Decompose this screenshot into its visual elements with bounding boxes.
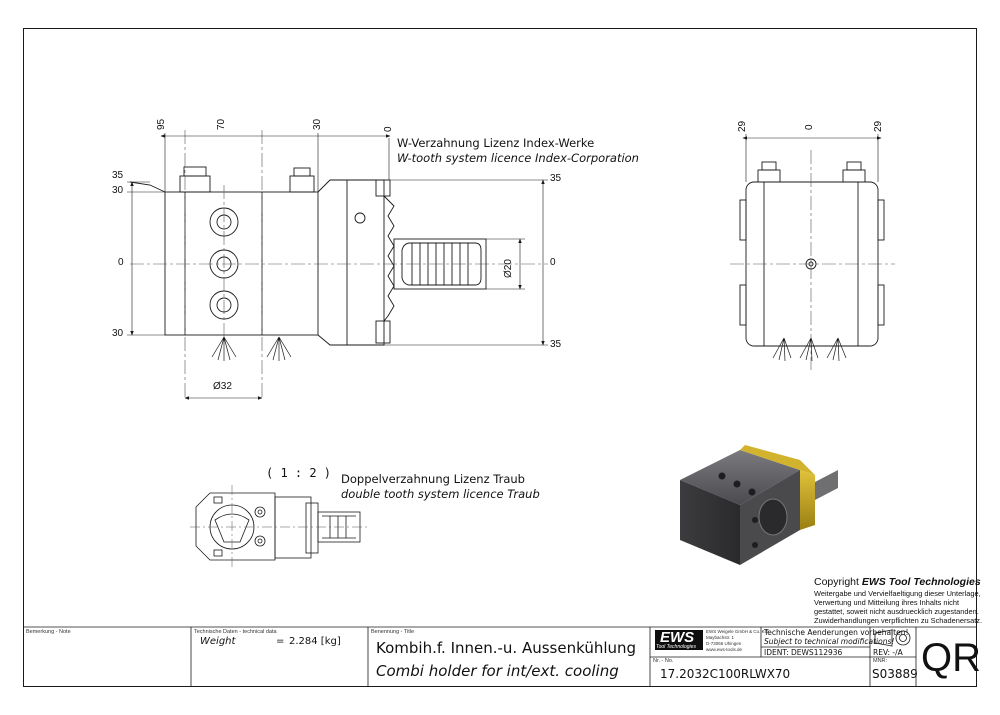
small-view-center-lines [190, 485, 368, 567]
side-dimension-lines [742, 134, 882, 182]
side-dim-0: 0 [804, 124, 815, 130]
dim-right-35-bottom: 35 [550, 339, 562, 350]
dim-dia-20: Ø20 [503, 259, 514, 278]
side-center-lines [730, 150, 895, 370]
w-tooth-note-de: W-Verzahnung Lizenz Index-Werke [397, 136, 595, 150]
title-de: Kombih.f. Innen.-u. Aussenkühlung [376, 639, 637, 657]
ews-logo-subtext: Tool Technologies [656, 644, 696, 650]
weight-value: 2.284 [kg] [289, 636, 341, 647]
company-line: D-73066 Uhingen [706, 641, 742, 646]
dim-30-top: 30 [312, 118, 323, 130]
sheet-frame [23, 28, 977, 687]
dim-right-0: 0 [550, 257, 556, 268]
w-tooth-note-en: W-tooth system licence Index-Corporation [397, 151, 639, 165]
copyright-line: Zuwiderhandlungen verpflichten zu Schade… [814, 616, 983, 625]
coolant-sprays-side [772, 337, 847, 362]
dim-left-30-top: 30 [112, 185, 124, 196]
front-center-lines [130, 130, 548, 400]
nr-label: Nr. - No. [653, 658, 674, 664]
copyright-line: Weitergabe und Vervielfaeltigung dieser … [814, 589, 981, 598]
dim-0-top: 0 [383, 126, 394, 132]
tech-change-de: Technische Aenderungen vorbehalten! [764, 628, 909, 637]
tool-holder-3d-render [680, 445, 838, 565]
dim-left-30-bottom: 30 [112, 328, 124, 339]
tech-change-en: Subject to technical modifications! [764, 637, 895, 646]
double-tooth-note-en: double tooth system licence Traub [341, 487, 540, 501]
weight-label: Weight [200, 636, 236, 647]
scale-label: ( 1 : 2 ) [266, 466, 332, 480]
company-line: EWS Weigele GmbH & Co. KG [706, 629, 769, 634]
double-tooth-note-de: Doppelverzahnung Lizenz Traub [341, 472, 525, 486]
ews-logo [655, 630, 703, 650]
side-dim-29-right: 29 [873, 120, 884, 132]
title-label: Benennung - Title [371, 629, 415, 635]
dim-95: 95 [156, 118, 167, 130]
dim-dia-32: Ø32 [213, 381, 232, 392]
side-dim-29-left: 29 [737, 120, 748, 132]
dim-70: 70 [216, 118, 227, 130]
company-line: Maybachstr. 1 [706, 635, 735, 640]
tech-data-label: Technische Daten - technical data [194, 629, 277, 635]
side-view [739, 161, 885, 347]
ews-logo-text: EWS [660, 629, 695, 646]
title-en: Combi holder for int/ext. cooling [376, 662, 619, 680]
qr-marker: QR [921, 636, 981, 680]
double-tooth-view [195, 492, 361, 561]
copyright-line: Verwertung und Mitteilung ihres Inhalts … [814, 598, 960, 607]
dim-left-35: 35 [112, 170, 124, 181]
title-block-grid [23, 626, 977, 687]
part-number: 17.2032C100RLWX70 [660, 667, 791, 681]
front-view [129, 166, 487, 346]
ident-value: IDENT: DEWS112936 [764, 648, 843, 657]
copyright-line: gestattet, soweit nicht ausdruecklich zu… [814, 607, 979, 616]
mnr-value: S03889 [872, 667, 918, 681]
remark-label: Bemerkung - Note [26, 629, 71, 635]
weight-equals: = [276, 636, 285, 647]
dim-left-0: 0 [118, 257, 124, 268]
rev-value: REV: -/A [873, 648, 903, 657]
company-line: www.ews-tools.de [706, 647, 743, 652]
mnr-label: MNR: [873, 658, 888, 664]
projection-symbol-icon [874, 629, 911, 647]
copyright-title: Copyright EWS Tool Technologies [814, 576, 981, 588]
coolant-sprays-front [211, 336, 292, 361]
front-dimension-lines [127, 133, 548, 400]
dim-right-35-top: 35 [550, 173, 562, 184]
